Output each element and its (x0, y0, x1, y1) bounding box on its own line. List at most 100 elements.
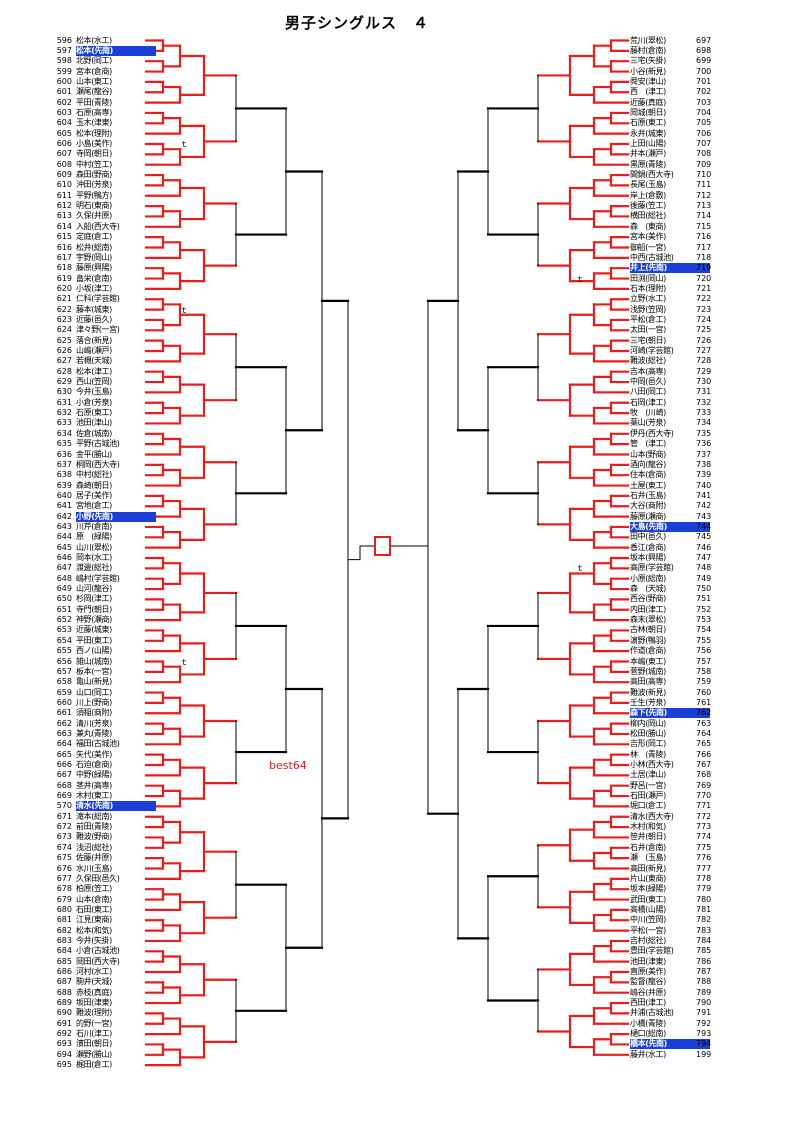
player-number: 634 (56, 428, 72, 438)
player-number: 639 (56, 480, 72, 490)
player-number: 605 (56, 128, 72, 138)
player-number: 727 (696, 346, 712, 355)
player-number: 614 (56, 221, 72, 231)
player-name: 山口(岡工) (76, 687, 112, 697)
player-name: 雑山(城南) (76, 656, 112, 666)
player-name: 松本(水工) (76, 35, 112, 45)
player-number: 658 (56, 677, 72, 687)
player-row: 上田(山陽)707 (630, 139, 726, 149)
player-name: 川上(野商) (76, 697, 112, 707)
seeded-player-name: 井上(先南) (630, 263, 710, 274)
player-row: 間鍋(西大寺)710 (630, 170, 726, 180)
player-row: 小原(総南)749 (630, 574, 726, 584)
player-row: 瀬 (玉島)776 (630, 853, 726, 863)
player-number: 739 (696, 470, 712, 480)
player-row: 河崎(学芸館)727 (630, 346, 726, 356)
seeded-player-name: 大島(先南) (630, 521, 710, 532)
player-number: 608 (56, 159, 72, 169)
player-number: 699 (696, 56, 712, 66)
player-name: 松本(和気) (76, 925, 112, 935)
player-name: 伊丹(西大寺) (630, 428, 674, 438)
player-number: 625 (56, 335, 72, 345)
player-number: 783 (696, 925, 712, 935)
player-number: 661 (56, 708, 72, 718)
player-number: 612 (56, 201, 72, 211)
player-number: 674 (56, 842, 72, 852)
player-row: 舜安(津山)701 (630, 77, 726, 87)
player-number: 655 (56, 646, 72, 656)
player-number: 692 (56, 1029, 72, 1039)
player-name: 山本(倉南) (76, 894, 112, 904)
seeded-player-name: 橋本(先南) (630, 1039, 710, 1050)
player-number: 716 (696, 232, 712, 242)
player-number: 780 (696, 894, 712, 904)
player-name: 西谷(野商) (630, 594, 666, 604)
player-name: 土屋(東工) (630, 480, 666, 490)
player-number: 664 (56, 739, 72, 749)
player-name: 岡田(西大寺) (76, 956, 120, 966)
player-number: 774 (696, 832, 712, 842)
player-name: 久保(井原) (76, 211, 112, 221)
player-row: 武田(東工) 780 (630, 895, 726, 905)
player-number: 690 (56, 1008, 72, 1018)
player-number: 618 (56, 263, 72, 273)
player-number: 712 (696, 190, 712, 200)
player-number: 749 (696, 573, 712, 583)
player-number: 794 (696, 1039, 712, 1049)
player-row: 林 (青陵)766 (630, 750, 726, 760)
player-name: 森末(翠松) (630, 615, 666, 625)
player-name: 仁科(学芸館) (76, 294, 120, 304)
player-name: 若槻(天城) (76, 356, 112, 366)
player-row: 濵野(鴨羽)755 (630, 636, 726, 646)
player-number: 689 (56, 998, 72, 1008)
player-name: 香江(倉商) (630, 542, 666, 552)
player-name: 三宅(朝日) (630, 335, 666, 345)
player-name: 武田(東工) (630, 894, 666, 904)
player-number: 762 (696, 708, 712, 718)
player-name: 宮本(倉商) (76, 66, 112, 76)
player-name: 瀬 (玉島) (630, 853, 666, 863)
player-number: 705 (696, 118, 712, 128)
player-name: 石井(玉島) (630, 490, 666, 500)
player-row: 本嶋(東工)757 (630, 657, 726, 667)
player-row: 三宅(矢掛) 699 (630, 56, 726, 66)
player-name: 兼丸(青陵) (76, 728, 112, 738)
player-name: 土居(津山) (630, 770, 666, 780)
player-name: 永井(城東) (630, 128, 666, 138)
player-number: 657 (56, 666, 72, 676)
player-number: 733 (696, 408, 712, 418)
player-name: 原 (緑陽) (76, 532, 112, 542)
player-number: 718 (696, 252, 712, 262)
player-number: 771 (696, 801, 712, 811)
player-name: 高田(新見) (630, 863, 666, 873)
player-name: 林 (青陵) (630, 749, 666, 759)
player-row: 坂本(興陽)747 (630, 553, 726, 563)
player-number: 772 (696, 811, 712, 821)
player-number: 622 (56, 304, 72, 314)
player-name: 三宅(矢掛) (630, 56, 666, 66)
player-name: 清川(芳泉) (76, 718, 112, 728)
player-name: 梶田(倉工) (76, 1060, 112, 1070)
player-number: 721 (696, 283, 712, 293)
bye-mark: ｔ (180, 140, 188, 149)
player-number: 600 (56, 76, 72, 86)
player-name: 浅野(笠岡) (630, 304, 666, 314)
player-name: 古林(朝日) (630, 625, 666, 635)
player-name: 本嶋(東工) (630, 656, 666, 666)
player-name: 石原(東工) (76, 408, 112, 418)
